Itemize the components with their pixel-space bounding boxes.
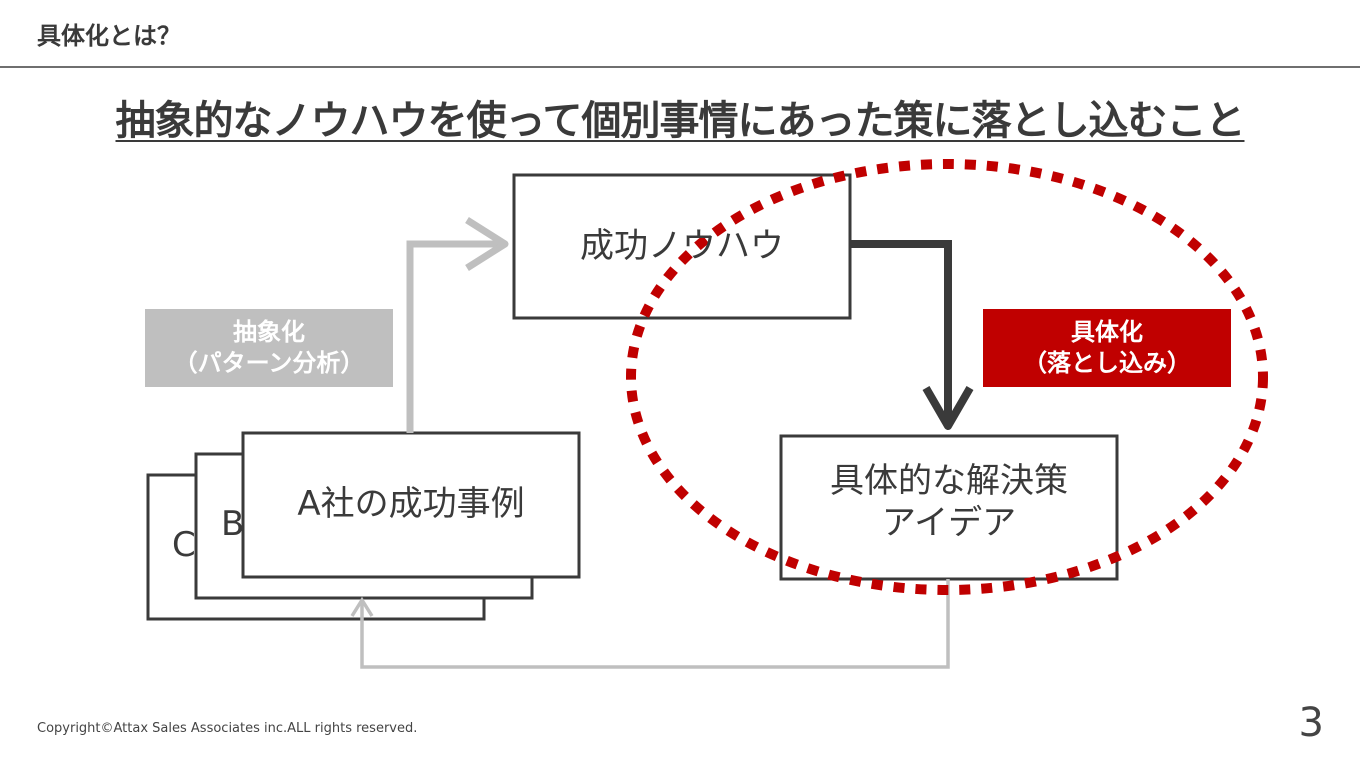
abstraction-arrow: [406, 240, 505, 433]
solution-label: 具体的な解決策 アイデア: [781, 460, 1117, 544]
header-title: 具体化とは？: [37, 22, 181, 50]
card-a-label: A社の成功事例: [297, 484, 525, 524]
concretization-tag-line2: （落とし込み）: [1023, 349, 1191, 377]
card-c-label: C: [172, 525, 196, 565]
slide-title: 抽象的なノウハウを使って個別事情にあった策に落とし込むこと: [115, 98, 1246, 144]
feedback-arrowhead: [350, 596, 374, 617]
abstraction-arrowhead: [465, 217, 509, 271]
card-a: [241, 431, 581, 579]
solution-label-line2: アイデア: [881, 503, 1017, 543]
feedback-arrow: [360, 579, 950, 669]
copyright-notice: Copyright©Attax Sales Associates inc.ALL…: [37, 721, 418, 736]
abstraction-tag-bg: [145, 309, 393, 387]
knowhow-box: [512, 173, 852, 320]
concretization-tag-line1: 具体化: [1071, 318, 1143, 346]
header-divider: [0, 66, 1360, 68]
concretization-arrow: [850, 240, 952, 422]
knowhow-label: 成功ノウハウ: [580, 226, 784, 266]
concretization-tag: 具体化 （落とし込み）: [983, 317, 1231, 379]
solution-box: [779, 434, 1119, 581]
concretization-arrowhead: [922, 385, 974, 430]
page-number: 3: [1298, 700, 1324, 746]
highlight-ellipse: [626, 159, 1268, 595]
solution-label-line1: 具体的な解決策: [830, 461, 1068, 501]
concretization-tag-bg: [983, 309, 1231, 387]
card-b-label: B: [221, 504, 244, 544]
abstraction-tag-line1: 抽象化: [233, 318, 305, 346]
abstraction-tag-line2: （パターン分析）: [173, 349, 365, 377]
abstraction-tag: 抽象化 （パターン分析）: [145, 317, 393, 379]
